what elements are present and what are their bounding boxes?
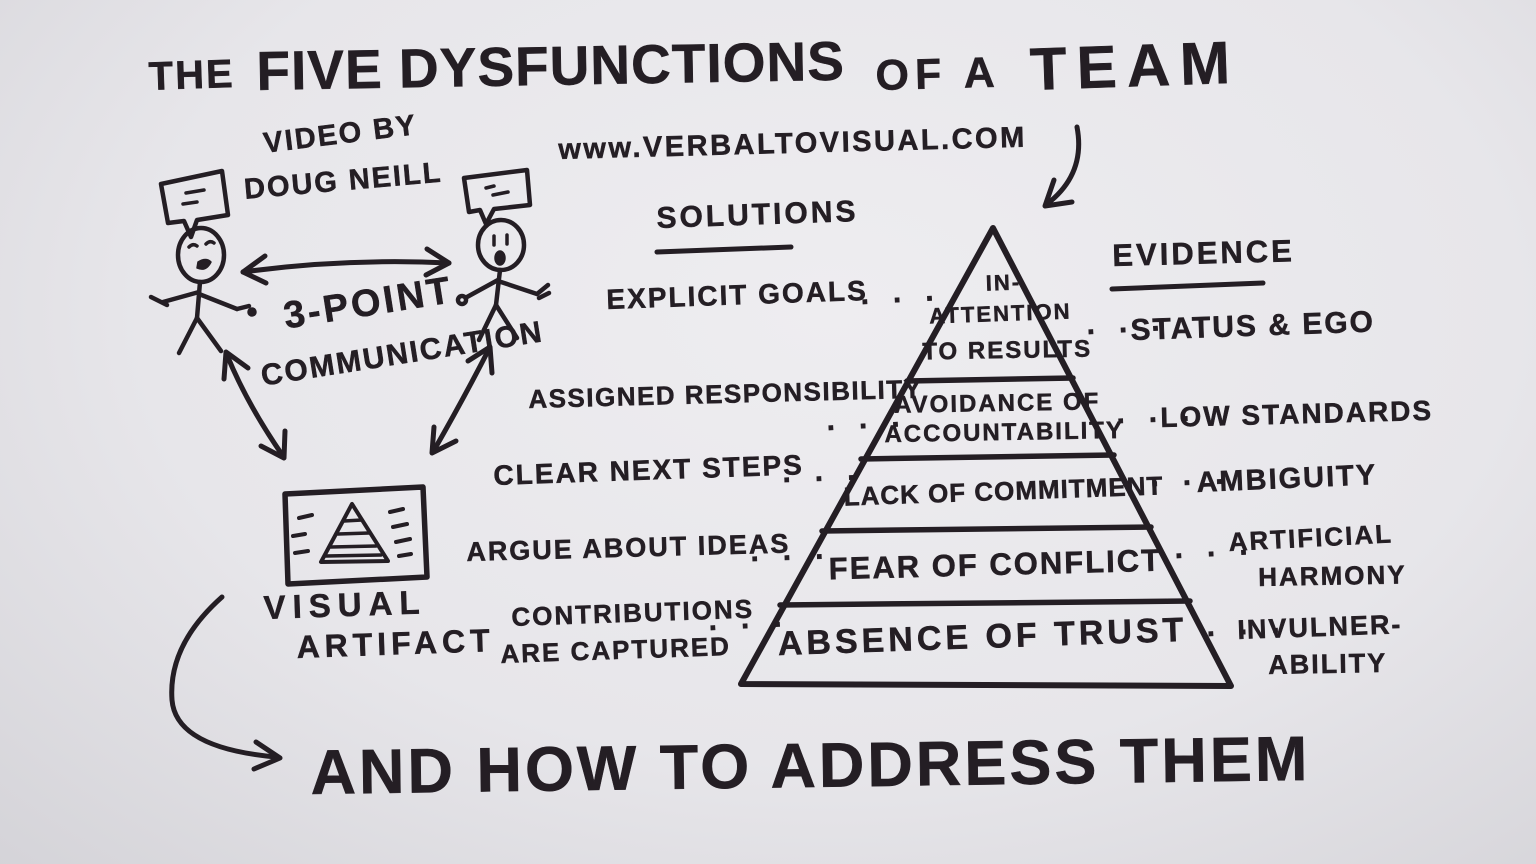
evidence-underline: [1109, 280, 1266, 292]
title-of-a: OF A: [875, 48, 1002, 100]
arrow-between-figures-icon: [240, 246, 452, 286]
visual-artifact-box: [282, 484, 430, 587]
pyramid-level-2-line-1: AVOIDANCE OF: [893, 388, 1101, 419]
evidence-heading: EVIDENCE: [1111, 233, 1296, 273]
pyramid-level-1-line-3: TO RESULTS: [922, 335, 1093, 366]
visual-artifact-label-line-1: VISUAL: [262, 583, 428, 626]
mini-text-dashes-icon: [291, 507, 413, 558]
pyramid-level-1-line-2: ATTENTION: [928, 298, 1073, 329]
arrow-right-figure-to-artifact-icon: [429, 344, 495, 456]
title-the: THE: [147, 51, 236, 99]
pyramid-level-2-line-2: ACCOUNTABILITY: [884, 416, 1125, 449]
page-title: THE FIVE DYSFUNCTIONS OF A TEAM: [147, 28, 1242, 103]
pyramid-level-1-line-1: IN-: [985, 269, 1022, 296]
title-five-dysfunctions: FIVE DYSFUNCTIONS: [256, 29, 846, 102]
solution-item-contributions-line-2: ARE CAPTURED: [499, 630, 732, 670]
evidence-item-artificial-harmony-line-2: HARMONY: [1257, 559, 1407, 592]
solutions-underline: [654, 244, 794, 255]
pyramid-level-4: FEAR OF CONFLICT: [828, 542, 1163, 587]
title-team: TEAM: [1028, 28, 1242, 103]
mini-pyramid-icon: [319, 502, 390, 564]
footer-title: AND HOW TO ADDRESS THEM: [309, 724, 1311, 808]
dysfunctions-pyramid: [738, 225, 1234, 689]
solution-dots-4: · · ·: [749, 540, 833, 576]
evidence-item-invulnerability-line-2: ABILITY: [1267, 647, 1388, 681]
arrow-title-to-pyramid-icon: [1042, 124, 1082, 209]
solutions-heading: SOLUTIONS: [655, 194, 860, 236]
arrow-left-figure-to-artifact-icon: [221, 349, 288, 461]
evidence-item-invulnerability-line-1: INVULNER-: [1236, 609, 1403, 645]
evidence-item-low-standards: LOW STANDARDS: [1159, 394, 1434, 434]
stick-figure-left: [148, 168, 257, 356]
arrow-artifact-to-footer-icon: [169, 594, 283, 772]
visual-artifact-label-line-2: ARTIFACT: [295, 622, 496, 665]
speech-bubble-right-icon: [461, 167, 533, 227]
stick-figure-right: [455, 167, 552, 343]
